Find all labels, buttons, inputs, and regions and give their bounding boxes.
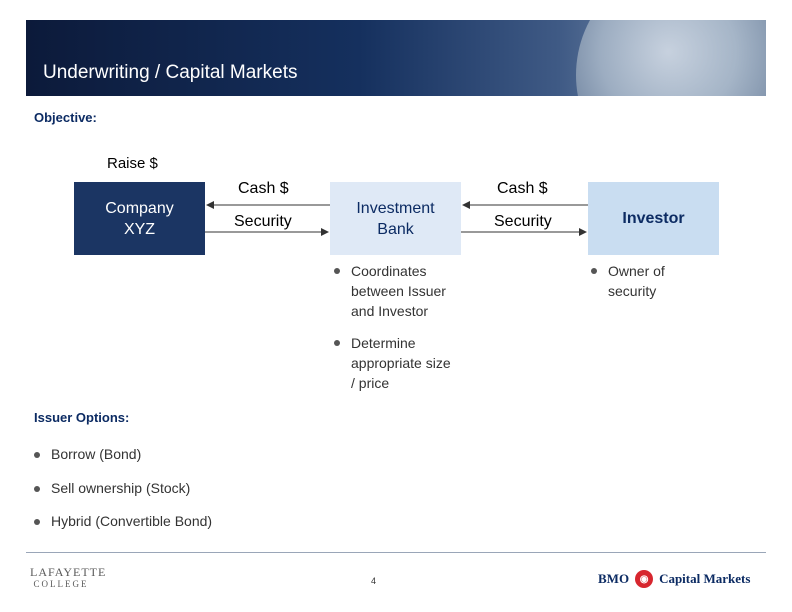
capital-markets-text: Capital Markets: [659, 571, 750, 587]
bmo-roundel-icon: ◉: [635, 570, 653, 588]
right-cash-label: Cash $: [497, 180, 548, 198]
issuer-option-item: Borrow (Bond): [51, 446, 141, 462]
issuer-option-text: Borrow (Bond): [51, 446, 141, 462]
bmo-text: BMO: [598, 571, 629, 587]
investor-bullet-item: Owner of security: [608, 261, 688, 301]
bank-bullet-text: Coordinates between Issuer and Investor: [351, 263, 446, 319]
bank-bullet-item: Coordinates between Issuer and Investor: [351, 261, 471, 321]
bmo-capital-markets-logo: BMO ◉ Capital Markets: [598, 570, 750, 588]
bullet-dot: [334, 340, 340, 346]
bullet-dot: [34, 519, 40, 525]
left-security-label: Security: [234, 213, 292, 231]
issuer-option-item: Hybrid (Convertible Bond): [51, 513, 212, 529]
issuer-option-item: Sell ownership (Stock): [51, 480, 190, 496]
bank-bullet-item: Determine appropriate size / price: [351, 333, 451, 393]
left-cash-label: Cash $: [238, 180, 289, 198]
issuer-option-text: Sell ownership (Stock): [51, 480, 190, 496]
bullet-dot: [34, 452, 40, 458]
issuer-options-heading: Issuer Options:: [34, 410, 129, 425]
footer-divider: [26, 552, 766, 553]
bullet-dot: [591, 268, 597, 274]
page-number: 4: [371, 576, 376, 586]
bullet-dot: [34, 486, 40, 492]
lafayette-logo-line1: LAFAYETTE: [30, 566, 92, 579]
lafayette-logo-line2: COLLEGE: [30, 579, 92, 589]
bank-bullet-text: Determine appropriate size / price: [351, 335, 451, 391]
lafayette-logo: LAFAYETTE COLLEGE: [30, 566, 92, 589]
issuer-option-text: Hybrid (Convertible Bond): [51, 513, 212, 529]
investor-bullet-text: Owner of security: [608, 263, 665, 299]
right-security-label: Security: [494, 213, 552, 231]
bullet-dot: [334, 268, 340, 274]
